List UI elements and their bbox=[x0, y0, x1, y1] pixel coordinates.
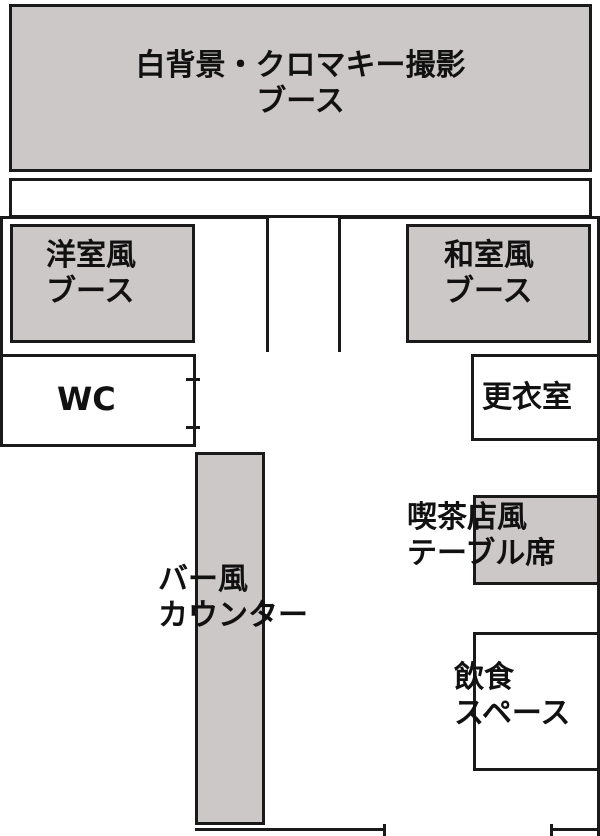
fitting-room-label: 更衣室 bbox=[482, 380, 572, 415]
bar-counter-label-line1: バー風 bbox=[158, 562, 248, 597]
western-booth-label-line2: ブース bbox=[46, 274, 135, 309]
wc-door-tick-top bbox=[186, 378, 200, 381]
chromakey-booth[interactable] bbox=[9, 4, 592, 172]
japanese-booth-label-line1: 和室風 bbox=[444, 238, 534, 273]
fitting-room[interactable] bbox=[471, 354, 600, 441]
outer-wall-left bbox=[0, 216, 3, 356]
japanese-booth-label: 和室風 ブース bbox=[444, 238, 534, 310]
dining-space-label-line1: 飲食 bbox=[454, 660, 514, 695]
corridor-strip bbox=[9, 178, 592, 218]
bottom-wall-left-tick bbox=[383, 824, 386, 836]
dining-space[interactable] bbox=[473, 632, 600, 771]
japanese-booth-label-line2: ブース bbox=[444, 274, 533, 309]
cafe-table-label-line1: 喫茶店風 bbox=[407, 500, 527, 535]
wc-door-tick-bottom bbox=[186, 426, 200, 429]
western-booth-label-line1: 洋室風 bbox=[46, 238, 136, 273]
wc-label: WC bbox=[57, 380, 116, 418]
cafe-table-label-line2: テーブル席 bbox=[407, 536, 556, 571]
western-booth[interactable] bbox=[10, 224, 195, 343]
cafe-table-label: 喫茶店風 テーブル席 bbox=[407, 500, 555, 572]
wc-room[interactable] bbox=[0, 354, 196, 447]
chromakey-booth-label-line1: 白背景・クロマキー撮影 bbox=[135, 48, 466, 83]
bottom-wall-right bbox=[550, 828, 600, 831]
bottom-wall-left bbox=[195, 828, 385, 831]
dining-space-label: 飲食 スペース bbox=[454, 660, 570, 732]
corridor-wall-left-vertical bbox=[266, 216, 269, 352]
corridor-wall-right-vertical bbox=[338, 216, 341, 352]
chromakey-booth-label: 白背景・クロマキー撮影 ブース bbox=[9, 48, 592, 120]
corridor-wall-right-horizontal bbox=[338, 216, 600, 219]
dining-space-label-line2: スペース bbox=[454, 696, 571, 731]
chromakey-booth-label-line2: ブース bbox=[256, 84, 345, 119]
bar-counter-label: バー風 カウンター bbox=[158, 562, 308, 634]
corridor-wall-left-horizontal bbox=[0, 216, 268, 219]
bar-counter-label-line2: カウンター bbox=[158, 598, 308, 633]
western-booth-label: 洋室風 ブース bbox=[46, 238, 136, 310]
bottom-wall-right-tick bbox=[550, 824, 553, 836]
bar-counter[interactable] bbox=[195, 452, 265, 825]
cafe-table-seats[interactable] bbox=[473, 495, 600, 585]
japanese-booth[interactable] bbox=[406, 224, 591, 343]
